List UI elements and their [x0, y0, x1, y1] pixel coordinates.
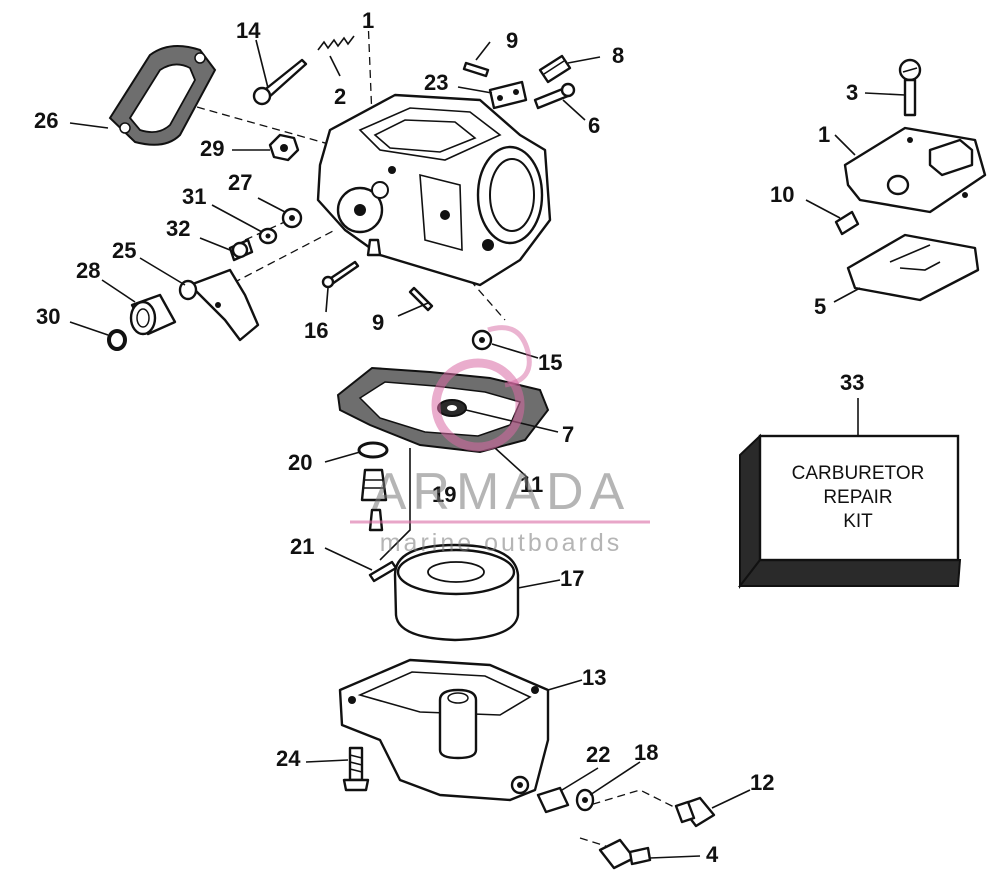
repair-kit-label: CARBURETOR REPAIR KIT	[760, 462, 956, 534]
callout-18: 18	[634, 740, 658, 765]
assembly-dash-lines	[171, 17, 681, 861]
watermark-subtitle: marine outboards	[379, 529, 623, 557]
part-12-plug	[674, 796, 716, 828]
repair-kit-line-2: REPAIR	[823, 487, 893, 508]
callout-20: 20	[288, 450, 312, 475]
callout-2: 2	[334, 84, 346, 109]
callout-19: 19	[432, 482, 456, 507]
part-29-nut	[268, 133, 300, 162]
part-27-star-washer	[281, 207, 303, 229]
callout-6: 6	[588, 113, 600, 138]
part-23-clip	[488, 80, 528, 110]
part-6-screw	[533, 82, 576, 110]
part-33-repair-kit-box	[737, 433, 962, 589]
callout-5: 5	[814, 294, 826, 319]
part-25-throttle-lever	[178, 268, 260, 342]
callout-9-top: 9	[506, 28, 518, 53]
part-24-screw	[342, 746, 370, 792]
repair-kit-line-3: KIT	[843, 511, 873, 532]
part-3-screw	[898, 58, 922, 117]
watermark-title: ARMADA	[371, 463, 631, 521]
part-5-diaphragm	[846, 233, 980, 302]
callout-9-bottom: 9	[372, 310, 384, 335]
part-1-pump-cover	[843, 126, 987, 214]
callout-31: 31	[182, 184, 206, 209]
part-16-screw	[321, 260, 360, 289]
callout-29: 29	[200, 136, 224, 161]
callout-14: 14	[236, 18, 261, 43]
callout-1-top: 1	[362, 8, 374, 33]
callout-21: 21	[290, 534, 314, 559]
callout-28: 28	[76, 258, 100, 283]
part-17-float	[393, 543, 520, 642]
part-8-screw	[538, 54, 572, 84]
callout-4: 4	[706, 842, 719, 867]
part-20-ring	[357, 441, 389, 459]
carburetor-body	[316, 93, 552, 287]
callout-11: 11	[520, 472, 543, 497]
callout-22: 22	[586, 742, 610, 767]
callout-32: 32	[166, 216, 190, 241]
repair-kit-line-1: CARBURETOR	[791, 463, 925, 484]
part-30-o-ring	[107, 329, 127, 351]
callout-16: 16	[304, 318, 328, 343]
part-32-screw	[228, 238, 254, 262]
callout-17: 17	[560, 566, 584, 591]
part-15-washer	[471, 329, 493, 351]
callout-15: 15	[538, 350, 562, 375]
part-4-screw	[598, 838, 652, 870]
callout-numbers: 1 1 2 3 4 5 6 7 8 9 9 10 11 12 13 14 15 …	[34, 8, 864, 867]
part-18-washer	[575, 788, 595, 812]
watermark-accent	[350, 325, 650, 524]
callout-10: 10	[770, 182, 794, 207]
part-10-screw	[834, 210, 860, 236]
leader-lines	[69, 39, 906, 859]
callout-24: 24	[276, 746, 301, 771]
callout-26: 26	[34, 108, 58, 133]
callout-30: 30	[36, 304, 60, 329]
callout-3: 3	[846, 80, 858, 105]
part-14-screw	[252, 58, 308, 106]
part-28-bushing	[129, 293, 177, 336]
part-31-washer	[258, 227, 278, 245]
part-7-seat-gasket	[437, 399, 467, 417]
callout-25: 25	[112, 238, 136, 263]
part-21-float-pin	[368, 560, 398, 583]
part-19-needle-seat	[360, 448, 411, 561]
part-22-jet	[536, 786, 570, 814]
part-13-float-bowl	[338, 658, 550, 802]
callout-1: 1	[818, 122, 830, 147]
callout-8: 8	[612, 43, 624, 68]
part-26-mounting-gasket	[108, 45, 217, 146]
part-2-spring	[317, 35, 355, 51]
callout-13: 13	[582, 665, 606, 690]
callout-33: 33	[840, 370, 864, 395]
callout-7: 7	[562, 422, 574, 447]
callout-27: 27	[228, 170, 252, 195]
part-9-pin-top	[462, 61, 490, 78]
callout-12: 12	[750, 770, 774, 795]
callout-23: 23	[424, 70, 448, 95]
